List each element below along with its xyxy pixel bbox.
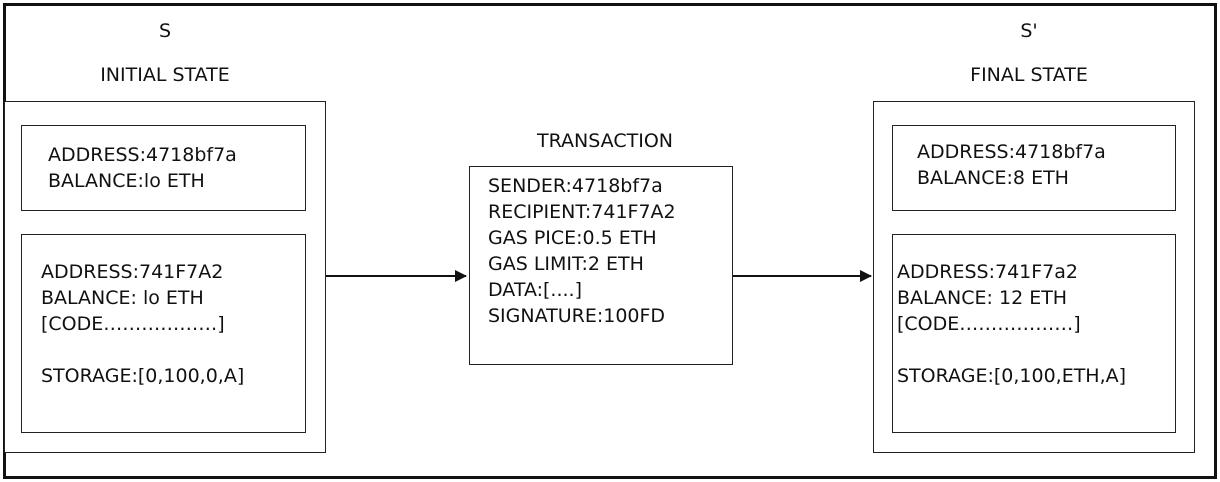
transaction-data: DATA:[....] — [488, 279, 582, 301]
final-account-2-address: ADDRESS:741F7a2 — [897, 261, 1079, 283]
final-account-2-box: ADDRESS:741F7a2 BALANCE: 12 ETH [CODE………… — [892, 234, 1176, 433]
initial-account-1-address: ADDRESS:4718bf7a — [48, 144, 237, 166]
initial-state-symbol: S — [158, 20, 172, 42]
initial-account-2-text: ADDRESS:741F7A2 BALANCE: lo ETH [CODE………… — [41, 259, 244, 389]
final-account-2-balance: BALANCE: 12 ETH — [897, 287, 1068, 309]
initial-state-title: INITIAL STATE — [100, 64, 230, 86]
transaction-gas-price: GAS PICE:0.5 ETH — [488, 227, 657, 249]
initial-account-2-box: ADDRESS:741F7A2 BALANCE: lo ETH [CODE………… — [21, 234, 306, 433]
transaction-recipient: RECIPIENT:741F7A2 — [488, 201, 676, 223]
final-state-title: FINAL STATE — [970, 64, 1088, 86]
transaction-title: TRANSACTION — [537, 130, 673, 152]
final-state-symbol: S' — [1020, 20, 1038, 42]
final-account-1-box: ADDRESS:4718bf7a BALANCE:8 ETH — [892, 125, 1176, 211]
initial-account-1-balance: BALANCE:lo ETH — [48, 170, 205, 192]
initial-account-1-text: ADDRESS:4718bf7a BALANCE:lo ETH — [48, 142, 237, 194]
initial-account-2-spacer — [41, 337, 244, 363]
initial-account-2-storage: STORAGE:[0,100,0,A] — [41, 365, 245, 387]
transaction-sender: SENDER:4718bf7a — [488, 175, 663, 197]
transaction-gas-limit: GAS LIMIT:2 ETH — [488, 253, 644, 275]
final-account-2-text: ADDRESS:741F7a2 BALANCE: 12 ETH [CODE………… — [897, 259, 1126, 389]
transaction-signature: SIGNATURE:100FD — [488, 305, 666, 327]
final-account-1-address: ADDRESS:4718bf7a — [917, 141, 1106, 163]
initial-account-2-balance: BALANCE: lo ETH — [41, 287, 204, 309]
final-account-1-text: ADDRESS:4718bf7a BALANCE:8 ETH — [917, 139, 1106, 191]
transaction-box: SENDER:4718bf7a RECIPIENT:741F7A2 GAS PI… — [469, 166, 733, 365]
initial-account-2-address: ADDRESS:741F7A2 — [41, 261, 224, 283]
transaction-text: SENDER:4718bf7a RECIPIENT:741F7A2 GAS PI… — [488, 173, 676, 329]
initial-account-2-code: [CODE………………] — [41, 313, 225, 335]
final-account-2-storage: STORAGE:[0,100,ETH,A] — [897, 365, 1127, 387]
initial-account-1-box: ADDRESS:4718bf7a BALANCE:lo ETH — [21, 125, 306, 211]
final-account-2-code: [CODE………………] — [897, 313, 1081, 335]
final-account-1-balance: BALANCE:8 ETH — [917, 167, 1069, 189]
final-account-2-spacer — [897, 337, 1126, 363]
